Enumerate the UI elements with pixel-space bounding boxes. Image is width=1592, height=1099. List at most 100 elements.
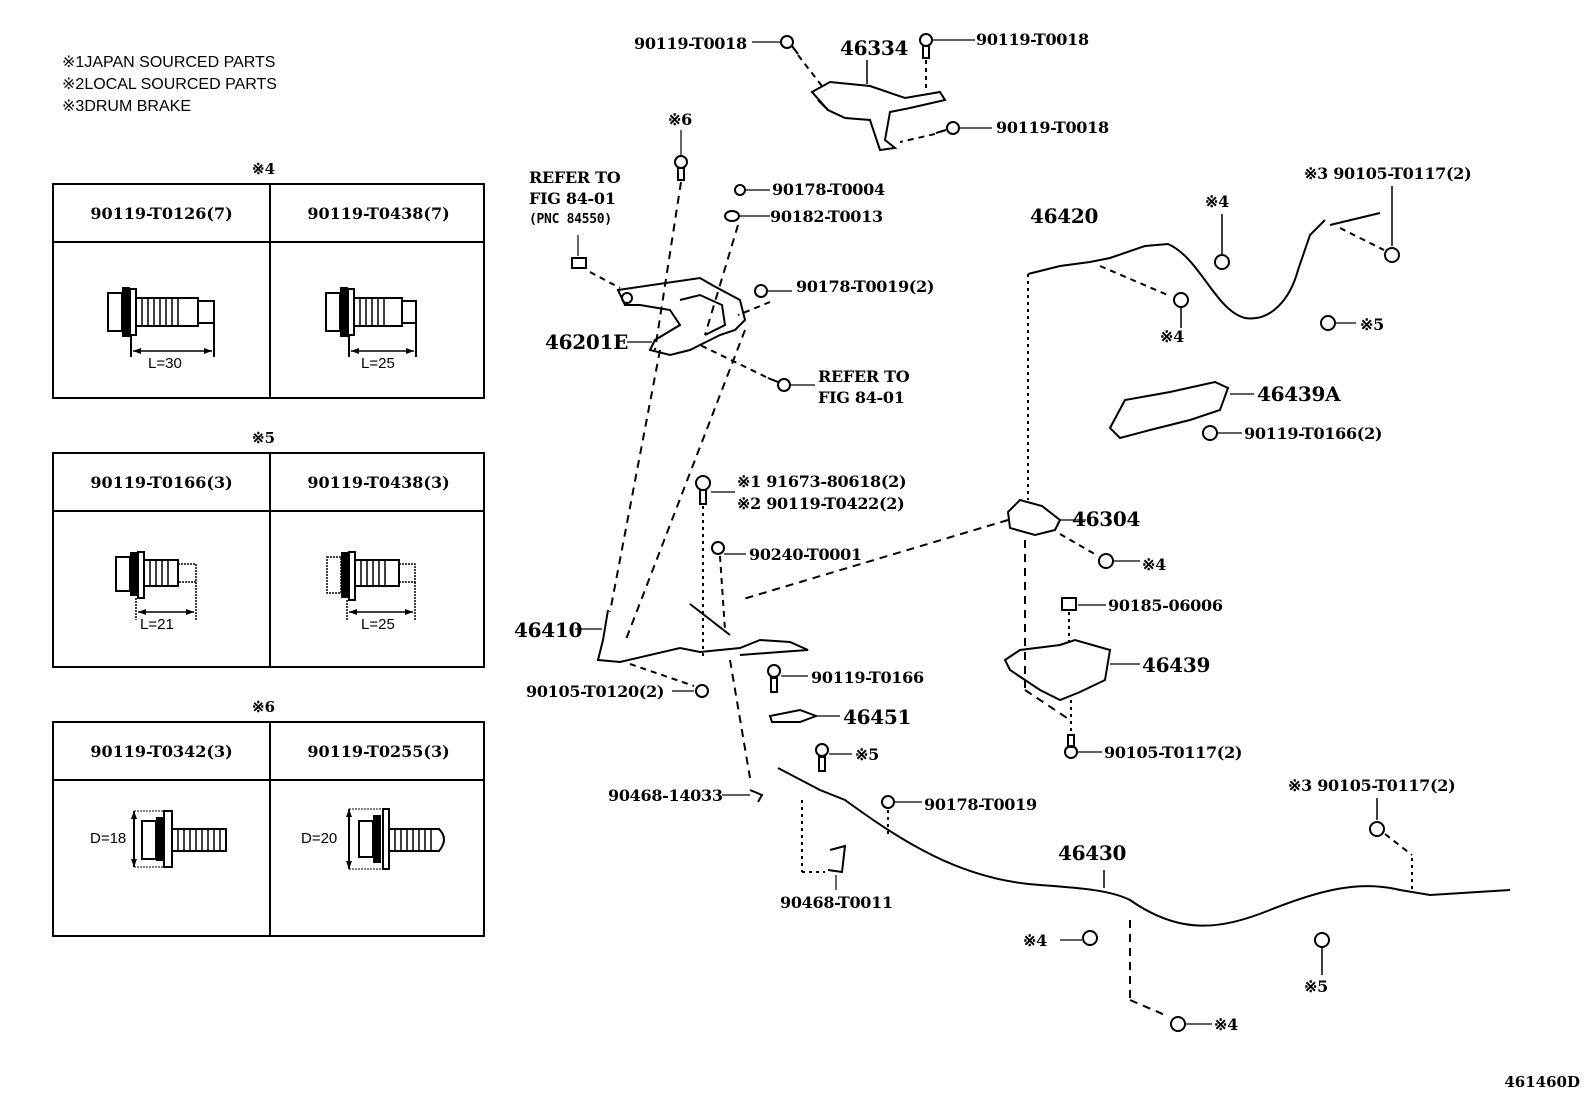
clip-icon — [734, 184, 746, 196]
bolt-length: L=25 — [361, 355, 395, 372]
part-label-90178-T0019[interactable]: 90178-T0019 — [924, 795, 1037, 814]
refer-to-fig-84-01[interactable]: REFER TO FIG 84-01 — [818, 366, 910, 408]
bolt-table-6-title: ※6 — [252, 698, 276, 716]
legend: ※1JAPAN SOURCED PARTS ※2LOCAL SOURCED PA… — [62, 52, 277, 118]
refer-to-fig-84-01-pnc-84550[interactable]: REFER TO FIG 84-01 (PNC 84550) — [529, 167, 621, 230]
part-label-46201E[interactable]: 46201E — [545, 330, 629, 354]
note-mark-4: ※4 — [1205, 192, 1229, 211]
bolt-icon — [1202, 425, 1218, 441]
equalizer-46304-part[interactable] — [1006, 498, 1062, 537]
lever-assembly-46201E-part[interactable] — [616, 276, 747, 357]
divider — [269, 454, 271, 666]
bolt-icon — [1064, 734, 1078, 759]
nut-icon — [754, 284, 768, 298]
bolt-length: L=30 — [148, 355, 182, 372]
bolt-part-number[interactable]: 90119-T0126(7) — [90, 203, 233, 223]
cable-46430-part[interactable] — [777, 767, 1511, 927]
bolt-icon — [1384, 247, 1400, 263]
bolt-illustration-cell: L=21 — [54, 512, 269, 666]
bolt-icon — [695, 684, 709, 698]
bolt-table-5-title: ※5 — [252, 429, 276, 447]
refer-line: REFER TO — [529, 168, 621, 187]
part-label-90468-14033[interactable]: 90468-14033 — [608, 786, 723, 805]
table-header — [54, 723, 483, 781]
part-label-46430[interactable]: 46430 — [1058, 841, 1127, 865]
part-label-46451[interactable]: 46451 — [843, 705, 912, 729]
flange-bolt-icon — [131, 810, 227, 868]
part-label-90119-T0166[interactable]: 90119-T0166 — [811, 668, 924, 687]
nut-icon — [1061, 597, 1077, 611]
cable-46420-part[interactable] — [1027, 212, 1381, 320]
divider — [269, 185, 271, 397]
flange-bolt-icon — [325, 287, 417, 357]
bolt-icon — [1369, 821, 1385, 837]
bracket-46334-part[interactable] — [810, 80, 947, 152]
part-label-90105-T0120[interactable]: 90105-T0120(2) — [526, 682, 665, 701]
table-header — [54, 185, 483, 243]
clip-46451-part[interactable] — [768, 708, 819, 723]
part-label-90468-T0011[interactable]: 90468-T0011 — [780, 893, 893, 912]
cable-46410-part[interactable] — [596, 603, 809, 664]
washer-icon — [724, 210, 740, 222]
part-label-90178-T0019-2[interactable]: 90178-T0019(2) — [796, 277, 935, 296]
bolt-illustration-cell: L=30 — [54, 243, 269, 397]
part-label-91673-80618[interactable]: ※1 91673-80618(2) — [737, 472, 907, 491]
bolt-icon — [1214, 254, 1230, 270]
part-label-90119-T0166-2[interactable]: 90119-T0166(2) — [1244, 424, 1383, 443]
part-label-46439[interactable]: 46439 — [1142, 653, 1211, 677]
note-mark-4: ※4 — [1160, 327, 1184, 346]
part-label-90119-T0018[interactable]: 90119-T0018 — [634, 34, 747, 53]
part-label-46420[interactable]: 46420 — [1030, 204, 1099, 228]
part-label-90105-T0117-drum[interactable]: ※3 90105-T0117(2) — [1304, 164, 1472, 183]
nut-icon — [881, 795, 895, 809]
note-mark-4: ※4 — [1142, 555, 1166, 574]
legend-item-drum-brake: ※3DRUM BRAKE — [62, 98, 191, 115]
bolt-part-number[interactable]: 90119-T0166(3) — [90, 472, 233, 492]
part-label-90178-T0004[interactable]: 90178-T0004 — [772, 180, 885, 199]
bolt-icon — [674, 155, 688, 181]
bolt-diameter: D=20 — [301, 830, 338, 847]
part-label-90119-T0018[interactable]: 90119-T0018 — [976, 30, 1089, 49]
part-label-90119-T0422[interactable]: ※2 90119-T0422(2) — [737, 494, 905, 513]
note-mark-5: ※5 — [855, 745, 879, 764]
legend-item-local: ※2LOCAL SOURCED PARTS — [62, 76, 277, 93]
note-mark-4: ※4 — [1214, 1015, 1238, 1034]
refer-pnc: (PNC 84550) — [529, 212, 612, 227]
divider — [269, 723, 271, 935]
bolt-illustration-cell: L=25 — [271, 512, 486, 666]
clip-icon — [749, 789, 764, 803]
bolt-icon — [919, 33, 933, 59]
bracket-46439-part[interactable] — [1003, 638, 1112, 702]
part-label-46439A[interactable]: 46439A — [1257, 382, 1341, 406]
bolt-icon — [1082, 930, 1098, 946]
refer-line: REFER TO — [818, 367, 910, 386]
part-label-46304[interactable]: 46304 — [1072, 507, 1141, 531]
bolt-part-number[interactable]: 90119-T0255(3) — [307, 741, 450, 761]
part-label-90119-T0018[interactable]: 90119-T0018 — [996, 118, 1109, 137]
note-mark-6: ※6 — [668, 110, 692, 129]
bolt-part-number[interactable]: 90119-T0438(7) — [307, 203, 450, 223]
bolt-table-4-title: ※4 — [252, 160, 276, 178]
bolt-table-6: 90119-T0342(3) 90119-T0255(3) D=18 — [52, 721, 485, 937]
part-label-90105-T0117-drum[interactable]: ※3 90105-T0117(2) — [1288, 776, 1456, 795]
bolt-icon — [935, 121, 960, 135]
bolt-part-number[interactable]: 90119-T0342(3) — [90, 741, 233, 761]
part-label-46334[interactable]: 46334 — [840, 36, 909, 60]
bolt-icon — [1173, 292, 1189, 308]
part-label-90185-06006[interactable]: 90185-06006 — [1108, 596, 1223, 615]
part-label-46410[interactable]: 46410 — [514, 618, 583, 642]
pin-icon — [711, 541, 725, 555]
note-mark-5: ※5 — [1304, 977, 1328, 996]
part-label-90240-T0001[interactable]: 90240-T0001 — [749, 545, 862, 564]
bolt-icon — [1314, 932, 1330, 948]
bolt-table-4: 90119-T0126(7) 90119-T0438(7) L=30 — [52, 183, 485, 399]
part-label-90182-T0013[interactable]: 90182-T0013 — [770, 207, 883, 226]
bolt-part-number[interactable]: 90119-T0438(3) — [307, 472, 450, 492]
part-label-90105-T0117[interactable]: 90105-T0117(2) — [1104, 743, 1243, 762]
bolt-table-5: 90119-T0166(3) 90119-T0438(3) L=21 — [52, 452, 485, 668]
bolt-icon — [1320, 315, 1336, 331]
cover-46439A-part[interactable] — [1108, 380, 1230, 440]
flange-bolt-icon — [115, 551, 197, 620]
clip-90468-T0011-part[interactable] — [827, 844, 847, 874]
